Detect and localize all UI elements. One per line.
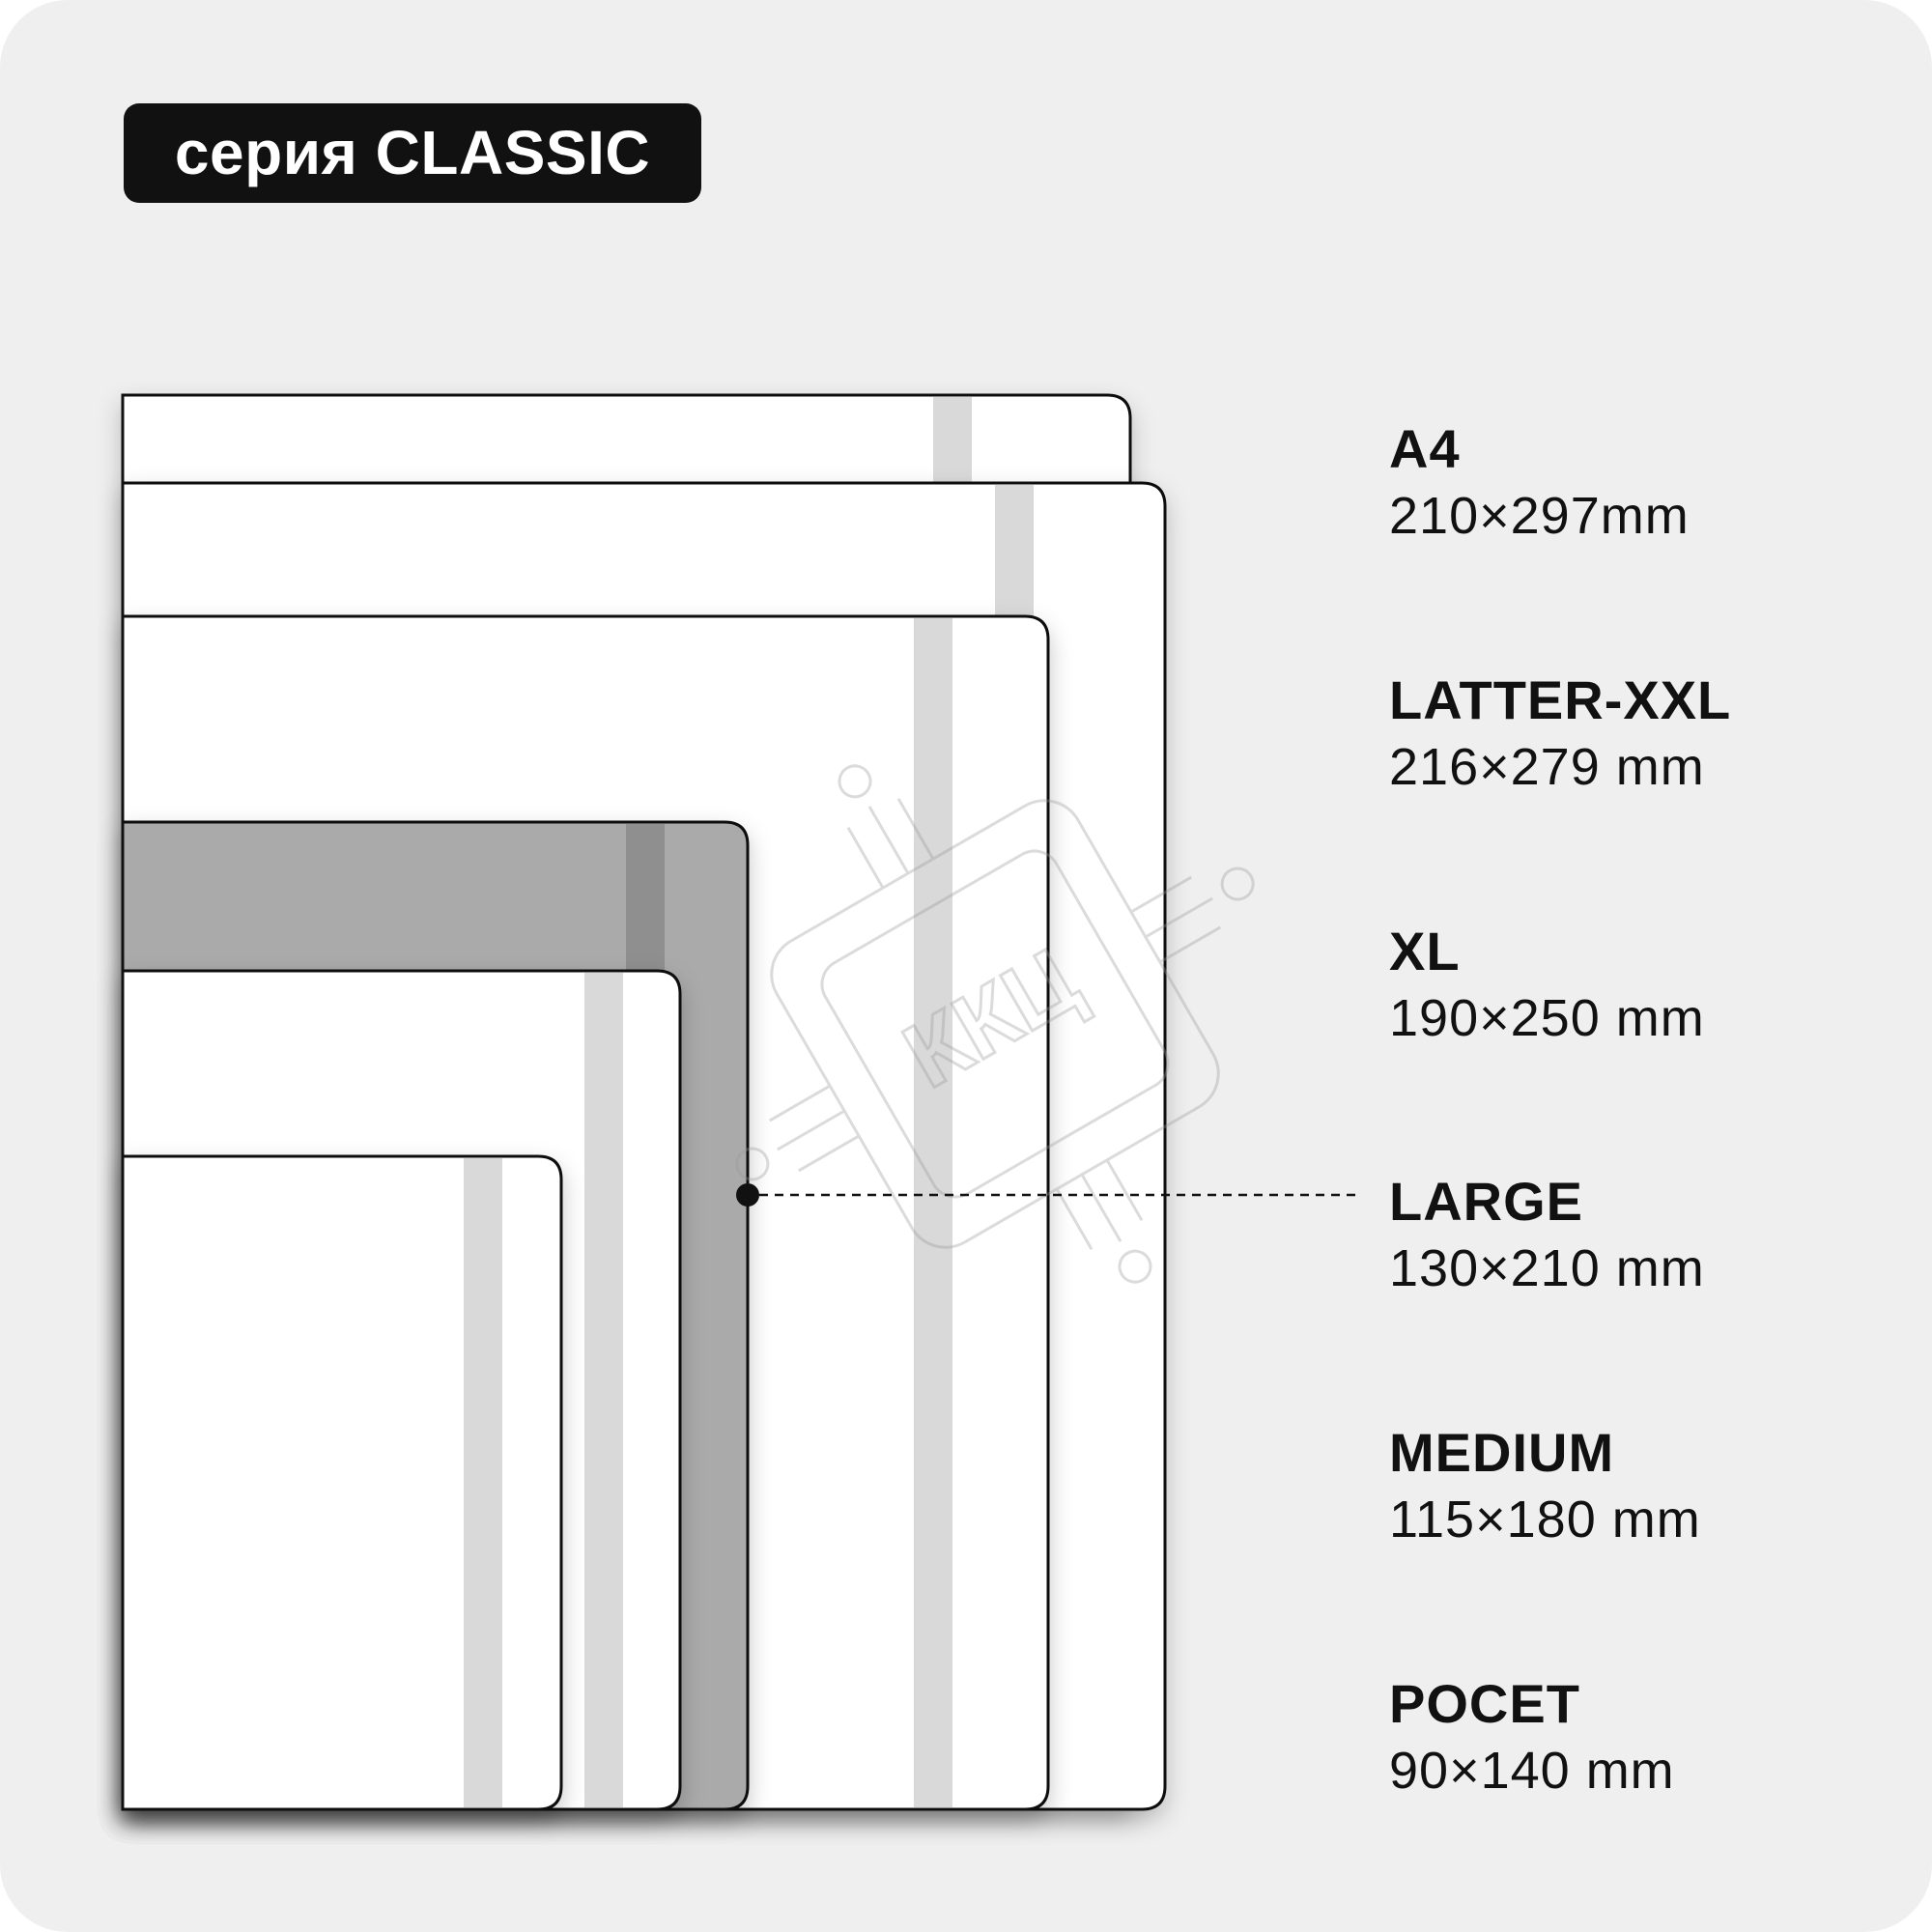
size-name: MEDIUM bbox=[1389, 1422, 1615, 1483]
pointer-dot bbox=[736, 1183, 759, 1207]
size-label-latter-xxl: LATTER-XXL 216×279 mm bbox=[1389, 668, 1891, 802]
large-size-pointer bbox=[736, 1183, 1357, 1207]
size-dimensions: 190×250 mm bbox=[1389, 989, 1705, 1047]
size-name: POCET bbox=[1389, 1673, 1580, 1734]
size-name: XL bbox=[1389, 921, 1461, 981]
size-label-medium: MEDIUM 115×180 mm bbox=[1389, 1421, 1891, 1554]
size-dimensions: 210×297mm bbox=[1389, 487, 1690, 545]
sheet-pocet bbox=[121, 1154, 563, 1811]
size-name: LATTER-XXL bbox=[1389, 669, 1732, 730]
size-dimensions: 115×180 mm bbox=[1389, 1491, 1701, 1548]
size-name: LARGE bbox=[1389, 1171, 1583, 1232]
sheet-medium-band bbox=[584, 973, 623, 1807]
size-dimensions: 130×210 mm bbox=[1389, 1239, 1705, 1297]
size-label-large: LARGE 130×210 mm bbox=[1389, 1170, 1891, 1303]
size-label-a4: A4 210×297mm bbox=[1389, 417, 1891, 551]
size-label-xl: XL 190×250 mm bbox=[1389, 920, 1891, 1053]
size-dimensions: 216×279 mm bbox=[1389, 738, 1705, 796]
size-name: A4 bbox=[1389, 418, 1461, 479]
series-badge: серия CLASSIC bbox=[124, 103, 701, 203]
sheet-pocet-band bbox=[464, 1158, 502, 1807]
size-dimensions: 90×140 mm bbox=[1389, 1742, 1675, 1800]
size-label-pocet: POCET 90×140 mm bbox=[1389, 1672, 1891, 1805]
sheet-xl-band bbox=[914, 618, 952, 1807]
